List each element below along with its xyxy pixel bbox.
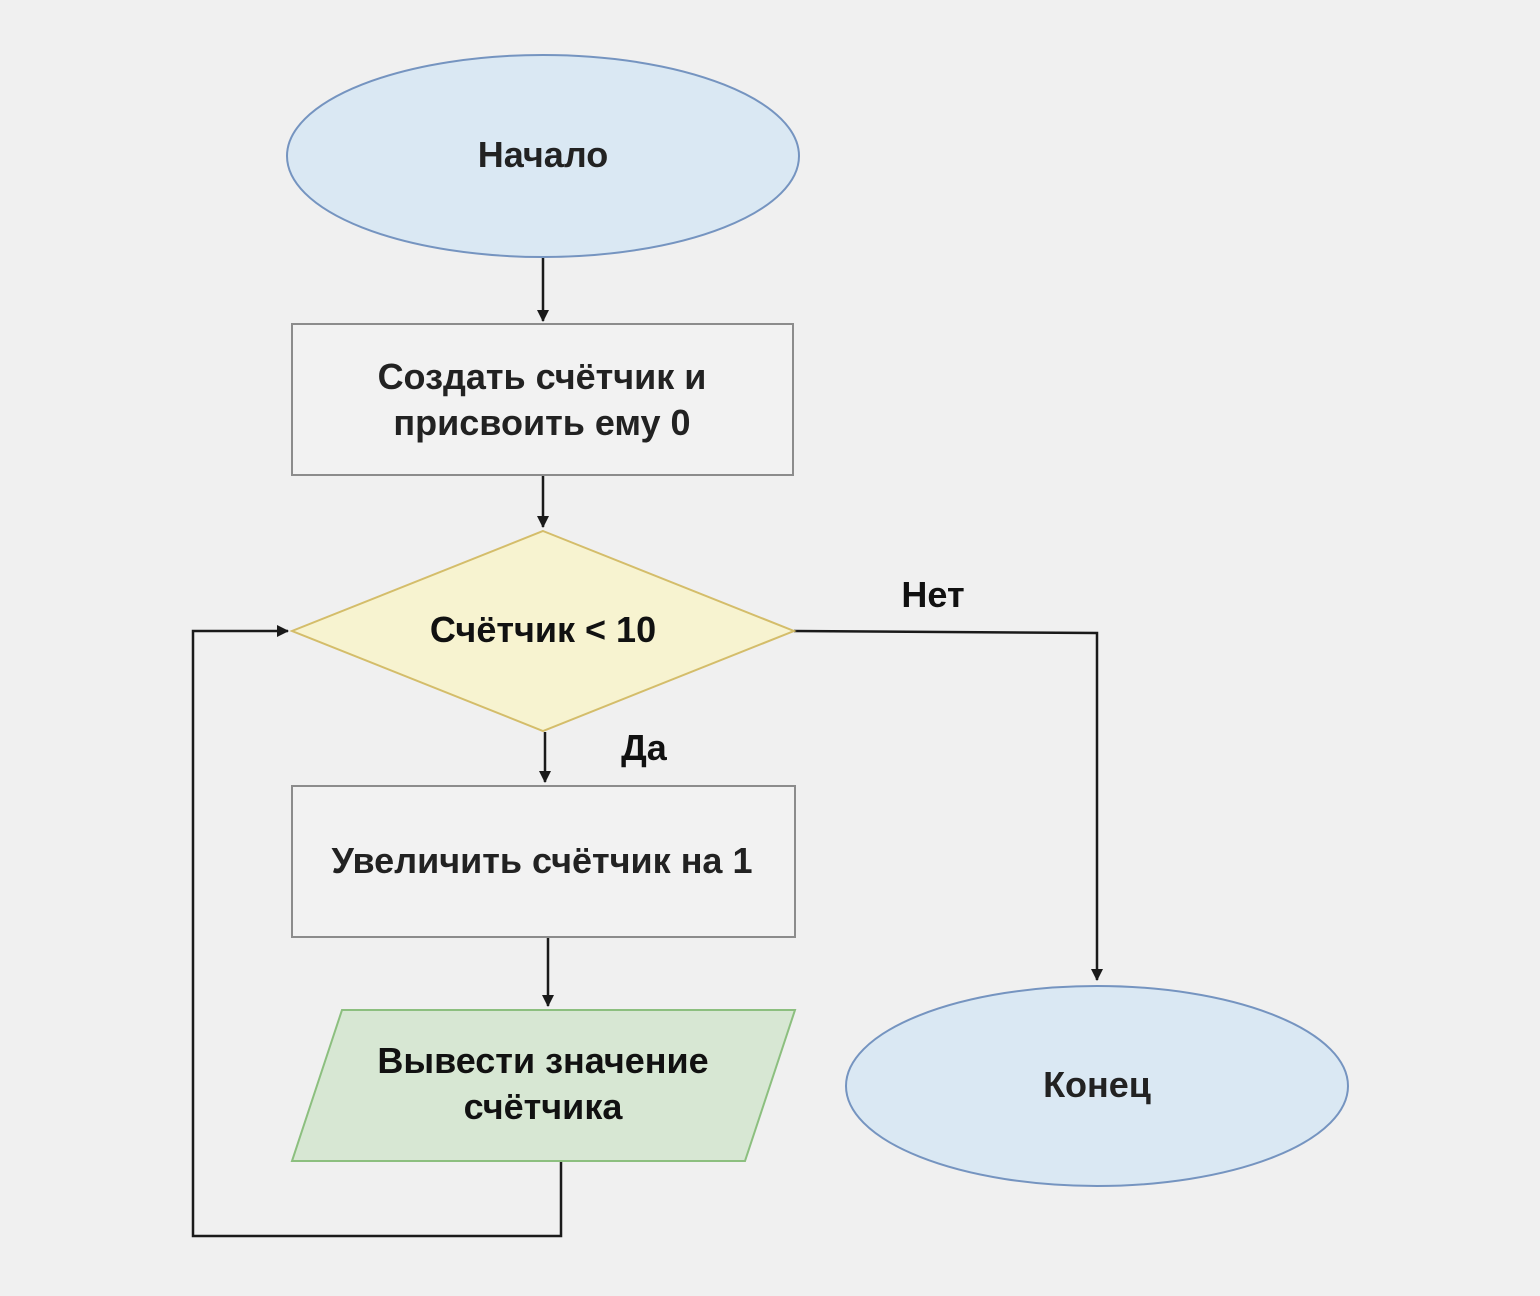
init-label-line1: Создать счётчик и bbox=[378, 356, 707, 397]
yes-branch-label: Да bbox=[621, 727, 668, 768]
start-label: Начало bbox=[478, 134, 608, 175]
condition-label: Счётчик < 10 bbox=[430, 609, 656, 650]
init-process-box bbox=[291, 323, 794, 476]
output-io-box bbox=[290, 1009, 797, 1162]
output-label-line1: Вывести значение bbox=[377, 1040, 708, 1081]
increment-process-box bbox=[291, 785, 796, 938]
start-terminator bbox=[286, 54, 800, 258]
edge-output-loop-back bbox=[191, 625, 563, 1238]
output-label-line2: счётчика bbox=[464, 1086, 624, 1127]
no-branch-label: Нет bbox=[901, 574, 964, 615]
condition-decision bbox=[289, 529, 797, 733]
init-label-line2: присвоить ему 0 bbox=[393, 402, 690, 443]
end-terminator bbox=[845, 985, 1349, 1187]
increment-label: Увеличить счётчик на 1 bbox=[332, 840, 753, 881]
edge-condition-no bbox=[793, 629, 1103, 981]
end-label: Конец bbox=[1043, 1064, 1151, 1105]
